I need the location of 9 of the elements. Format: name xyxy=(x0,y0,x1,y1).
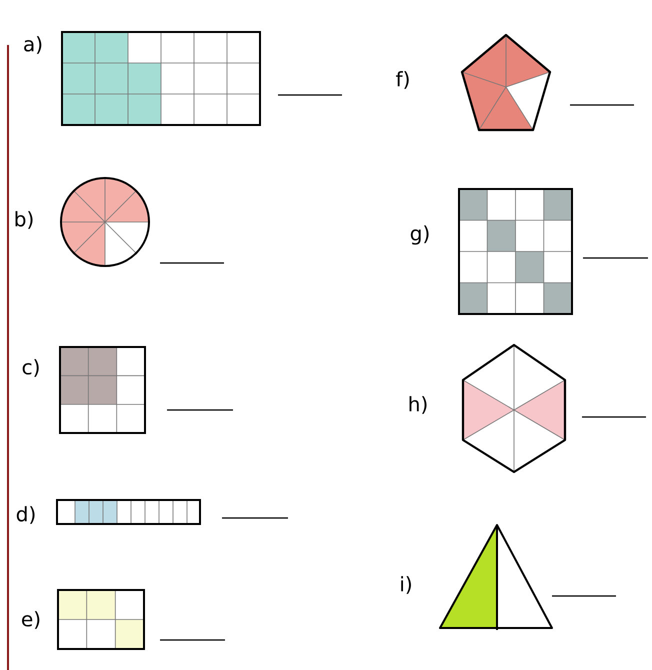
item-letter: c) xyxy=(22,359,39,377)
item-letter: b) xyxy=(16,211,33,229)
item-letter: g) xyxy=(410,225,429,245)
item-letter: d) xyxy=(16,506,35,524)
item-letter: f) xyxy=(396,71,409,89)
item-letter: a) xyxy=(24,36,42,54)
item-letter: h) xyxy=(410,396,427,414)
item-letter: i) xyxy=(401,576,411,594)
item-letter: e) xyxy=(22,611,40,629)
